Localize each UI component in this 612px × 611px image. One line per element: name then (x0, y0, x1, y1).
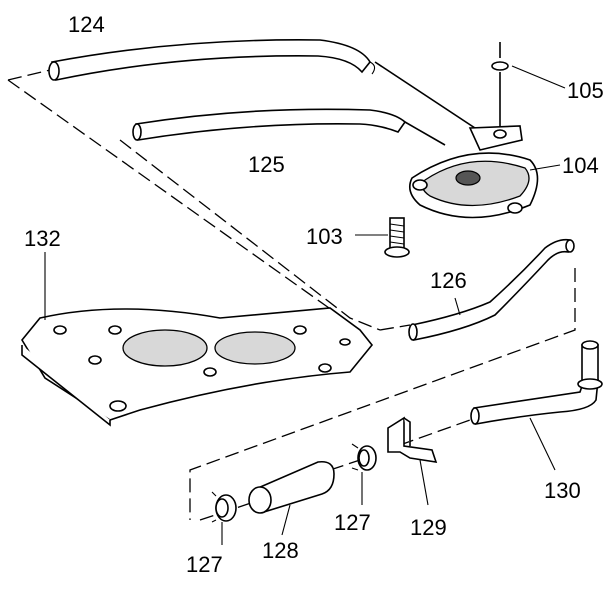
callout-labels: 124 105 125 104 103 132 126 130 127 129 … (24, 12, 604, 577)
callout-104: 104 (562, 153, 599, 178)
clamp-127-right (351, 443, 377, 505)
o-ring-105 (491, 42, 566, 128)
plate-132 (21, 252, 374, 427)
hose-124 (48, 39, 476, 129)
housing-104 (409, 125, 561, 219)
callout-132: 132 (24, 226, 61, 251)
assembly-guide-lines (7, 69, 576, 521)
callout-129: 129 (410, 515, 447, 540)
callout-127-right: 127 (334, 510, 371, 535)
bolt-103 (355, 217, 410, 258)
bracket-129 (387, 416, 438, 506)
callout-126: 126 (430, 268, 467, 293)
clamp-127-left (211, 491, 237, 545)
callout-130: 130 (544, 478, 581, 503)
callout-128: 128 (262, 538, 299, 563)
callout-127-left: 127 (186, 552, 223, 577)
tube-130 (470, 340, 603, 471)
callout-125: 125 (248, 152, 285, 177)
hose-126 (408, 238, 575, 341)
filter-128 (248, 460, 335, 536)
callout-124: 124 (68, 12, 105, 37)
callout-105: 105 (567, 78, 604, 103)
callout-103: 103 (306, 224, 343, 249)
hose-125 (132, 108, 446, 146)
